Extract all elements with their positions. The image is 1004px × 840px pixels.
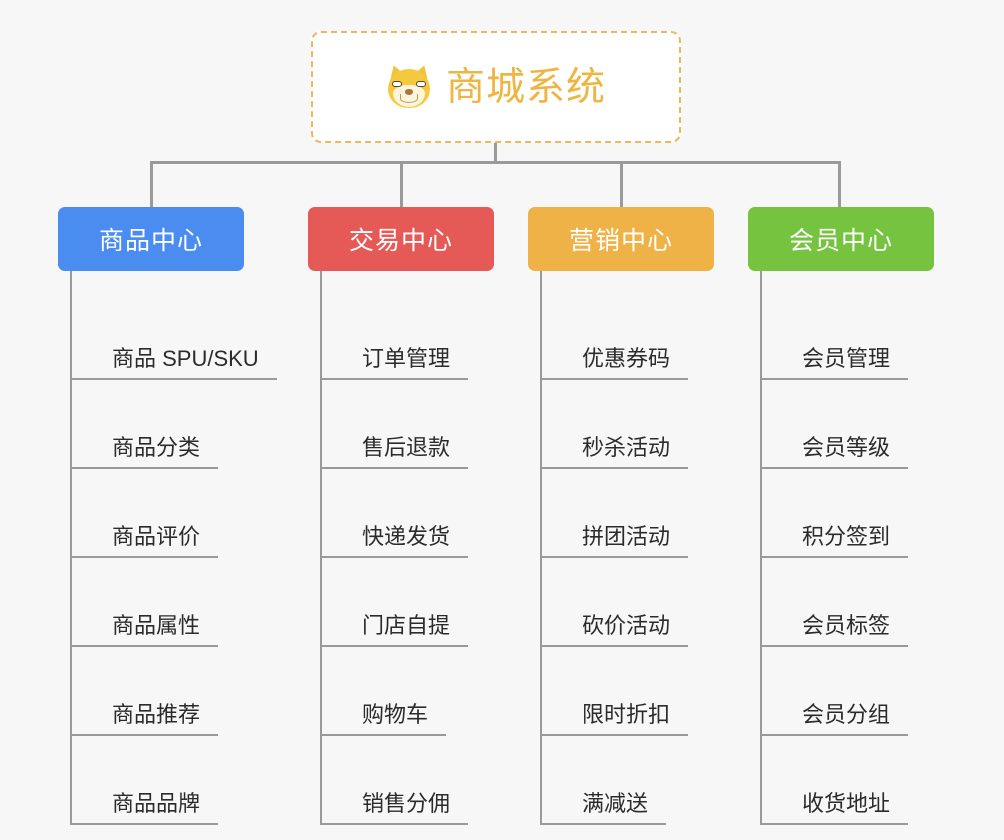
leaf-label: 快递发货 <box>322 524 469 558</box>
branch-交易中心: 交易中心 订单管理 售后退款 快递发货 门店自提 购物车 销售分佣 <box>308 207 528 825</box>
leaf-label: 会员标签 <box>762 613 909 647</box>
connector-root-stem <box>494 143 497 163</box>
leaf-item[interactable]: 拼团活动 <box>542 469 748 558</box>
leaf-label: 拼团活动 <box>542 524 689 558</box>
leaf-label: 商品 SPU/SKU <box>72 346 277 380</box>
leaf-item[interactable]: 会员分组 <box>762 647 968 736</box>
leaf-item[interactable]: 积分签到 <box>762 469 968 558</box>
leaf-list-2: 优惠券码 秒杀活动 拼团活动 砍价活动 限时折扣 满减送 <box>540 271 748 825</box>
leaf-item[interactable]: 砍价活动 <box>542 558 748 647</box>
branch-header-2[interactable]: 营销中心 <box>528 207 714 271</box>
leaf-item[interactable]: 商品评价 <box>72 469 308 558</box>
leaf-item[interactable]: 限时折扣 <box>542 647 748 736</box>
leaf-label: 商品属性 <box>72 613 219 647</box>
leaf-list-3: 会员管理 会员等级 积分签到 会员标签 会员分组 收货地址 <box>760 271 968 825</box>
leaf-item[interactable]: 满减送 <box>542 736 748 825</box>
leaf-label: 优惠券码 <box>542 346 689 380</box>
leaf-item[interactable]: 会员管理 <box>762 291 968 380</box>
leaf-label: 门店自提 <box>322 613 469 647</box>
root-title: 商城系统 <box>445 65 606 109</box>
leaf-item[interactable]: 商品推荐 <box>72 647 308 736</box>
shiba-nose-icon <box>404 89 413 95</box>
branch-header-1[interactable]: 交易中心 <box>308 207 494 271</box>
shiba-mouth-icon <box>399 94 418 103</box>
leaf-item[interactable]: 订单管理 <box>322 291 528 380</box>
leaf-label: 收货地址 <box>762 791 909 825</box>
connector-drop-商品中心 <box>150 161 153 208</box>
leaf-label: 售后退款 <box>322 435 469 469</box>
branch-商品中心: 商品中心 商品 SPU/SKU 商品分类 商品评价 商品属性 商品推荐 商品品牌 <box>58 207 308 825</box>
branch-header-3[interactable]: 会员中心 <box>748 207 934 271</box>
leaf-item[interactable]: 购物车 <box>322 647 528 736</box>
leaf-item[interactable]: 商品品牌 <box>72 736 308 825</box>
shiba-eye-left-icon <box>391 81 402 87</box>
leaf-list-0: 商品 SPU/SKU 商品分类 商品评价 商品属性 商品推荐 商品品牌 <box>70 271 308 825</box>
connector-drop-营销中心 <box>620 161 623 208</box>
leaf-item[interactable]: 商品 SPU/SKU <box>72 291 308 380</box>
leaf-item[interactable]: 会员等级 <box>762 380 968 469</box>
leaf-label: 销售分佣 <box>322 791 469 825</box>
leaf-item[interactable]: 会员标签 <box>762 558 968 647</box>
leaf-label: 商品分类 <box>72 435 219 469</box>
leaf-list-1: 订单管理 售后退款 快递发货 门店自提 购物车 销售分佣 <box>320 271 528 825</box>
leaf-label: 会员管理 <box>762 346 909 380</box>
leaf-label: 商品品牌 <box>72 791 219 825</box>
leaf-item[interactable]: 优惠券码 <box>542 291 748 380</box>
connector-drop-会员中心 <box>838 161 841 208</box>
leaf-label: 积分签到 <box>762 524 909 558</box>
leaf-label: 砍价活动 <box>542 613 689 647</box>
leaf-item[interactable]: 快递发货 <box>322 469 528 558</box>
leaf-label: 订单管理 <box>322 346 469 380</box>
connector-drop-交易中心 <box>400 161 403 208</box>
leaf-label: 商品评价 <box>72 524 219 558</box>
connector-horizontal-bar <box>150 161 840 164</box>
branch-header-0[interactable]: 商品中心 <box>58 207 244 271</box>
leaf-item[interactable]: 秒杀活动 <box>542 380 748 469</box>
leaf-label: 秒杀活动 <box>542 435 689 469</box>
leaf-label: 限时折扣 <box>542 702 689 736</box>
branch-会员中心: 会员中心 会员管理 会员等级 积分签到 会员标签 会员分组 收货地址 <box>748 207 968 825</box>
leaf-label: 会员分组 <box>762 702 909 736</box>
leaf-label: 商品推荐 <box>72 702 219 736</box>
root-node[interactable]: 商城系统 <box>311 31 681 143</box>
shiba-dog-face-icon <box>385 62 433 110</box>
leaf-item[interactable]: 商品分类 <box>72 380 308 469</box>
leaf-label: 购物车 <box>322 702 447 736</box>
leaf-item[interactable]: 商品属性 <box>72 558 308 647</box>
leaf-item[interactable]: 售后退款 <box>322 380 528 469</box>
leaf-item[interactable]: 门店自提 <box>322 558 528 647</box>
leaf-item[interactable]: 销售分佣 <box>322 736 528 825</box>
branch-营销中心: 营销中心 优惠券码 秒杀活动 拼团活动 砍价活动 限时折扣 满减送 <box>528 207 748 825</box>
leaf-label: 会员等级 <box>762 435 909 469</box>
shiba-eye-right-icon <box>415 81 426 87</box>
leaf-label: 满减送 <box>542 791 667 825</box>
leaf-item[interactable]: 收货地址 <box>762 736 968 825</box>
